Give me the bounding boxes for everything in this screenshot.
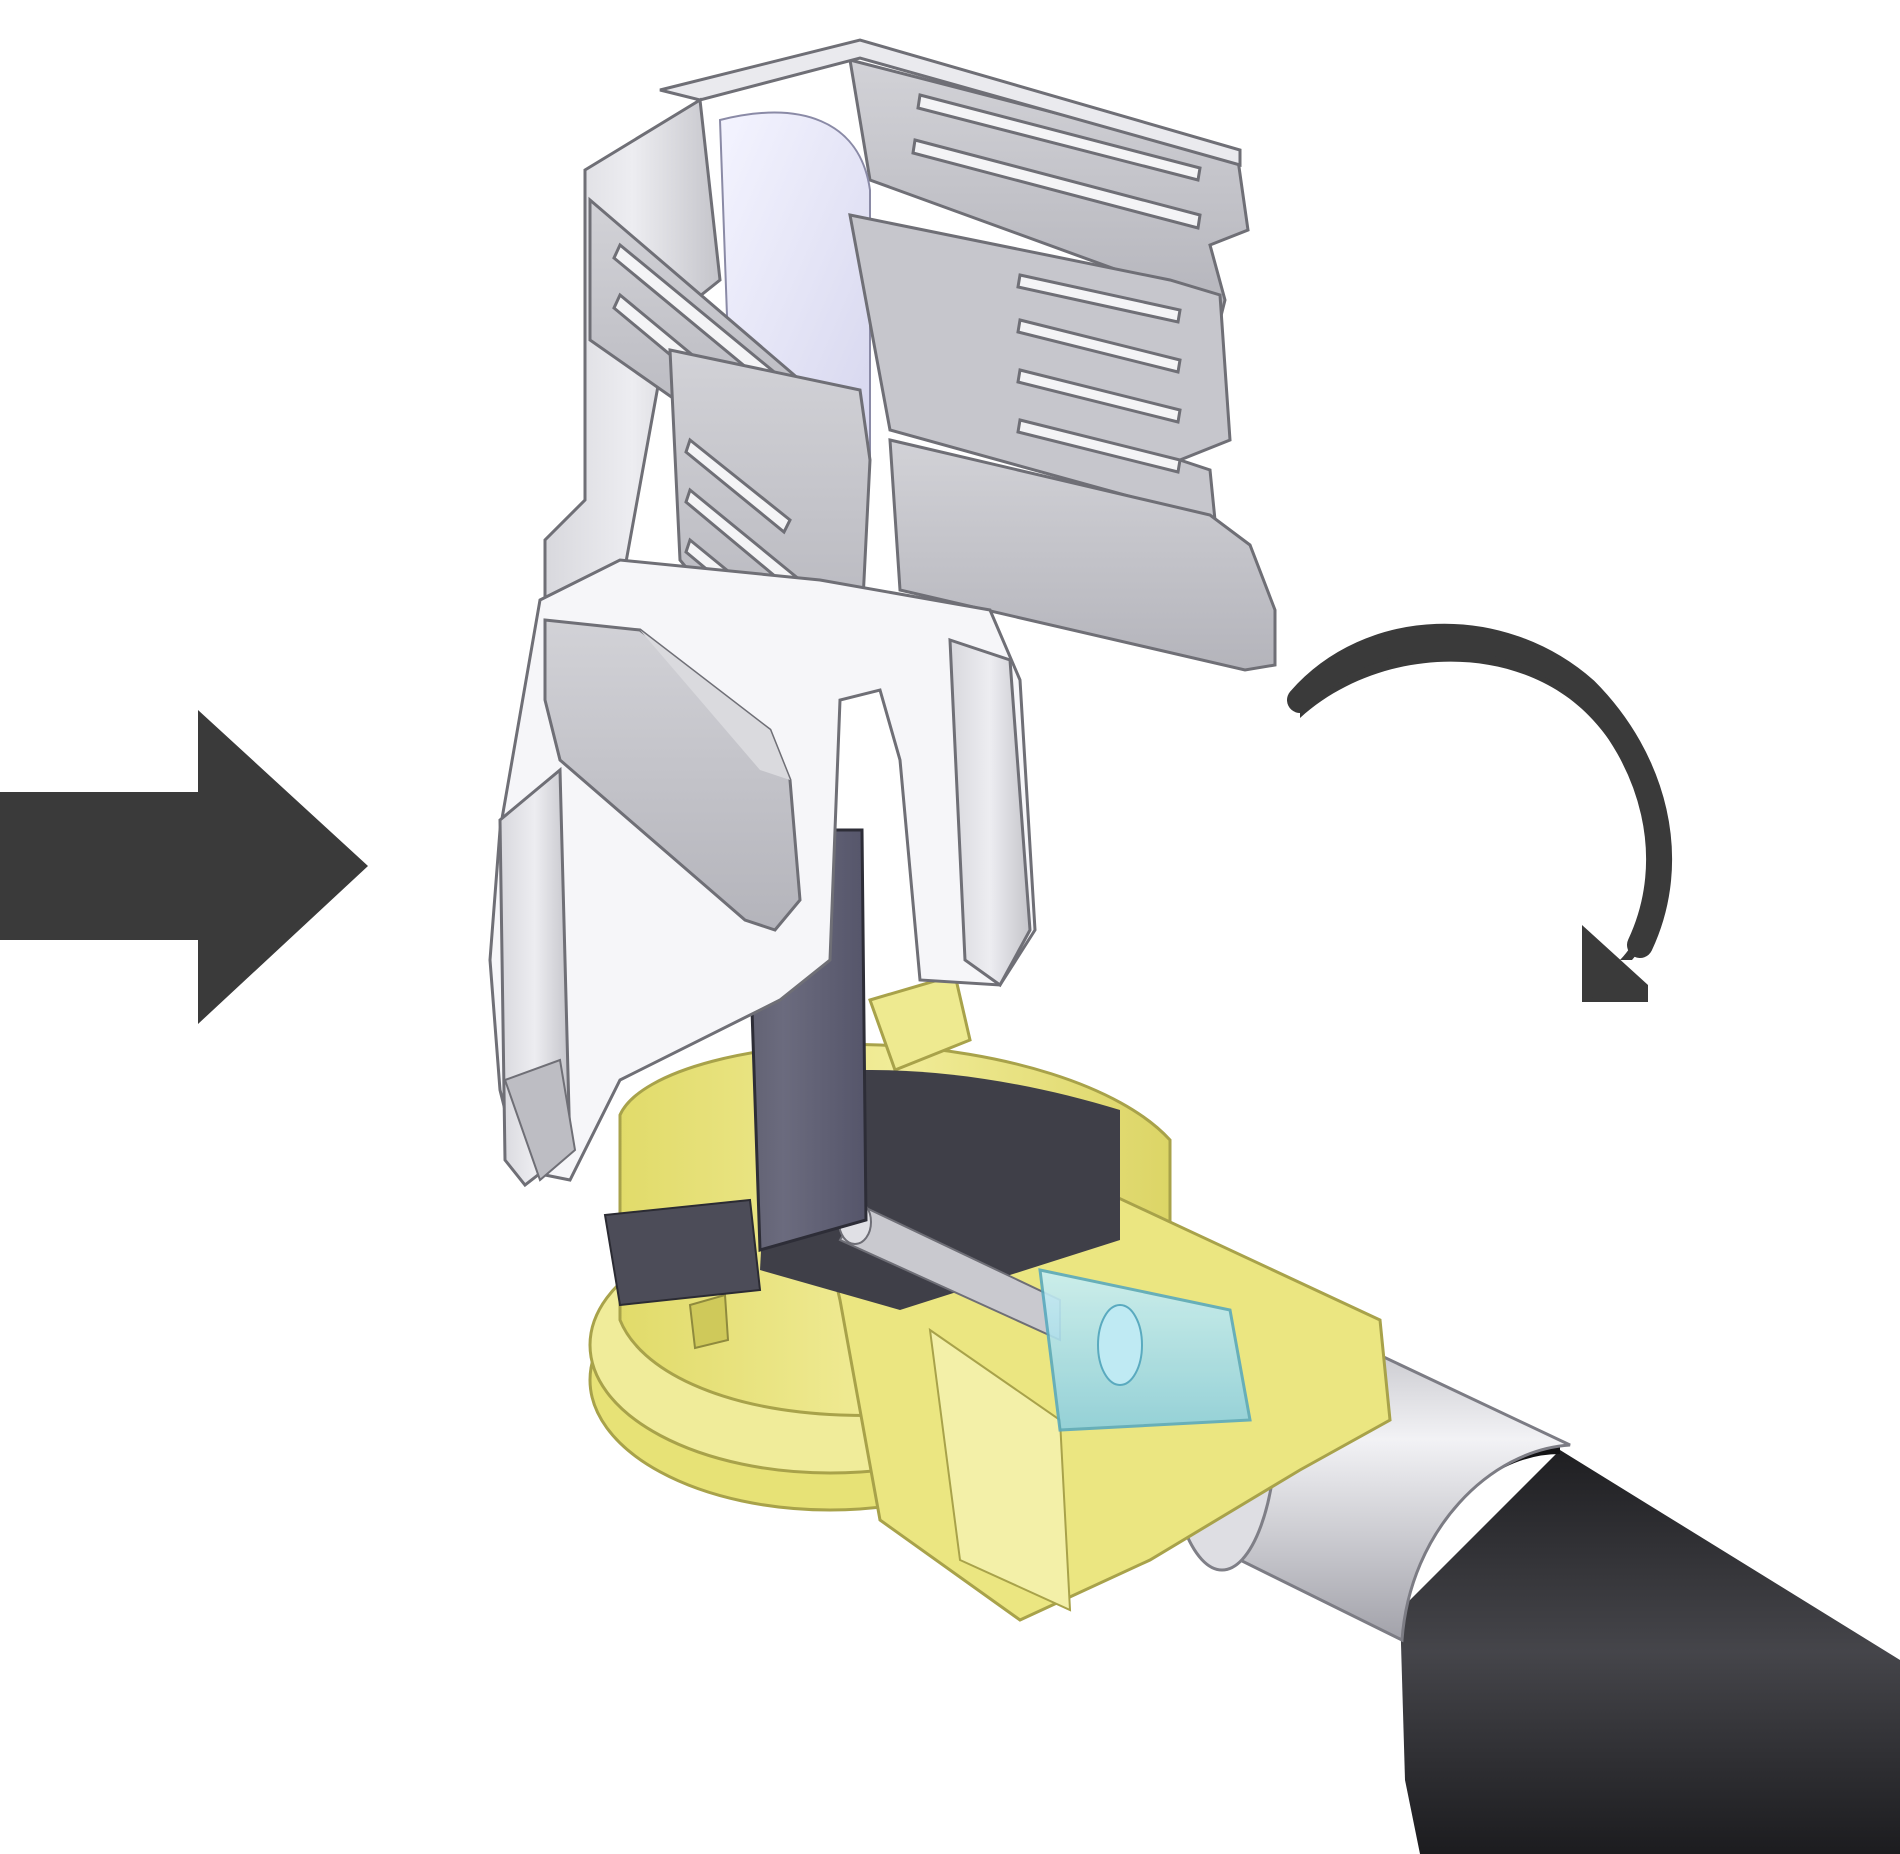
grey-clip-housing [488,38,1277,1188]
right-arrow-icon [0,710,368,1024]
cyan-insulator [1038,1268,1252,1432]
rotate-clockwise-arrow-icon [1287,623,1673,1002]
cable-outer-jacket [1396,1446,1900,1854]
